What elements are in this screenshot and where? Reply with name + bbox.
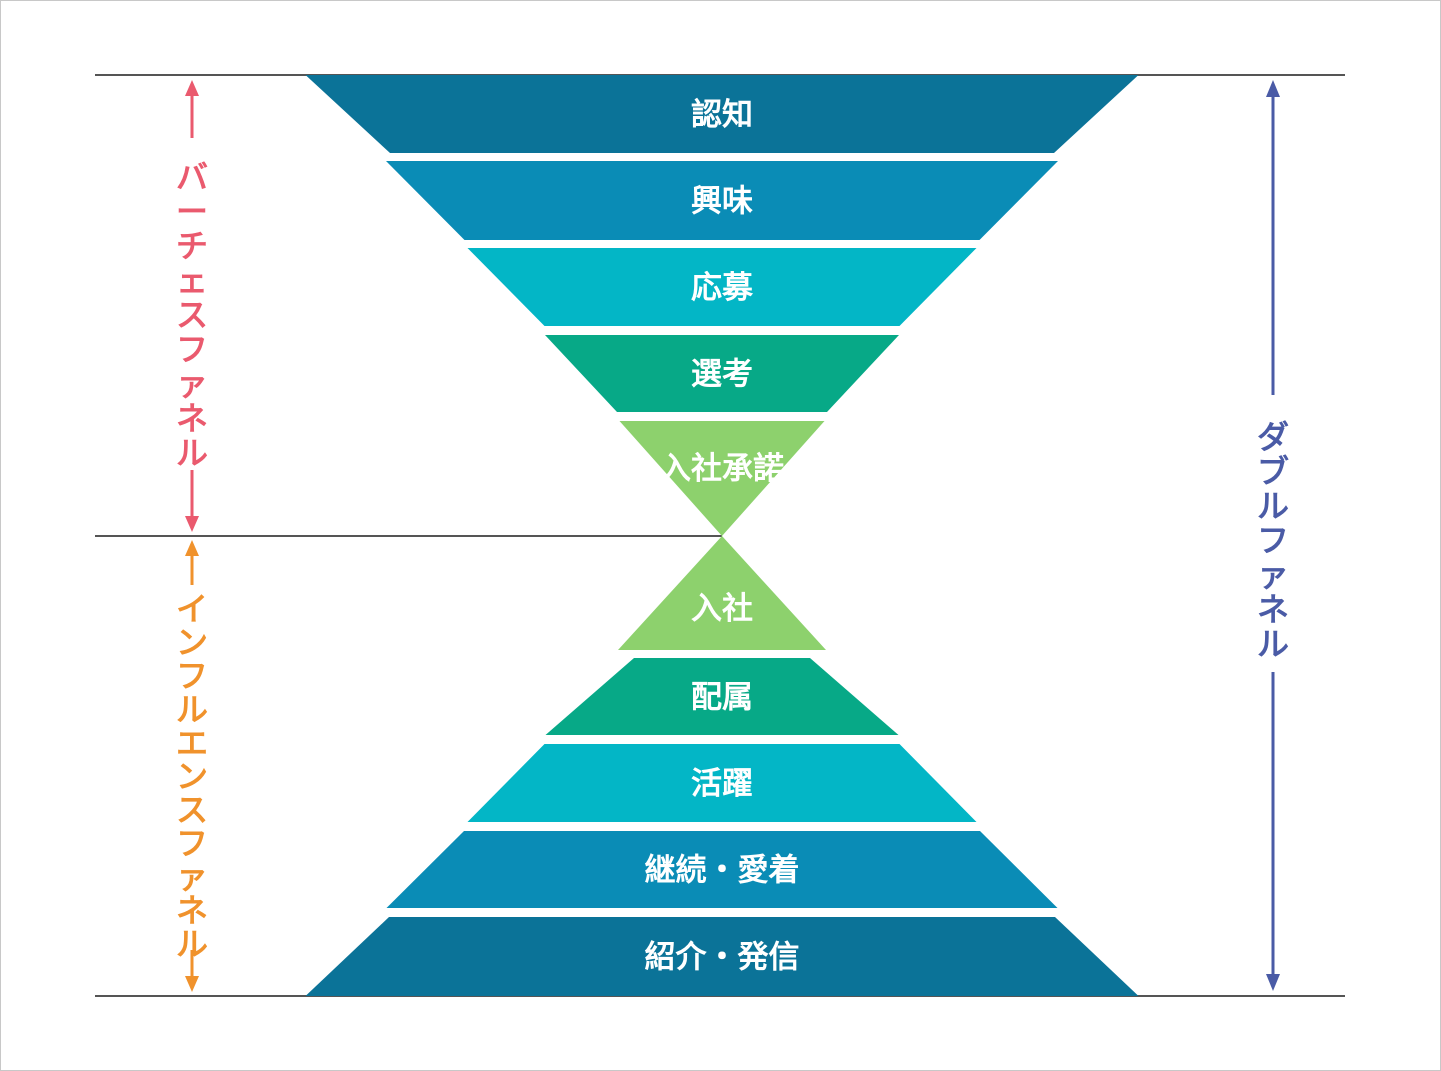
funnel-label-top-5: 入社承諾 bbox=[660, 451, 784, 487]
vertical-label-char: ネ bbox=[176, 892, 208, 930]
double-funnel-label: ダブルファネル bbox=[1257, 418, 1289, 663]
vertical-label-char: ン bbox=[176, 758, 208, 796]
funnel-segment-bottom-4 bbox=[386, 831, 1058, 908]
vertical-label-char: ー bbox=[176, 193, 208, 231]
vertical-label-char: イ bbox=[176, 590, 208, 628]
funnel-segment-bottom-2 bbox=[545, 658, 899, 735]
funnel-segment-bottom-5 bbox=[305, 917, 1139, 996]
arrow-up-icon bbox=[1266, 80, 1280, 97]
vertical-label-char: チ bbox=[176, 227, 208, 265]
vertical-label-char: フ bbox=[176, 657, 208, 695]
funnel-label-bottom-5: 紹介・発信 bbox=[645, 940, 800, 976]
vertical-label-char: ル bbox=[176, 691, 208, 729]
funnel-segment-top-3 bbox=[467, 248, 977, 326]
vertical-label-char: ァ bbox=[176, 365, 208, 403]
influence-funnel-label: インフルエンスファネル bbox=[176, 590, 208, 963]
vertical-label-char: フ bbox=[1257, 522, 1289, 560]
funnel-label-bottom-2: 配属 bbox=[691, 680, 753, 716]
funnel-segment-bottom-1 bbox=[618, 536, 826, 650]
vertical-label-char: ァ bbox=[1257, 556, 1289, 594]
arrow-up-icon bbox=[185, 80, 199, 96]
top-funnel: 認知 興味 応募 選考 入社承諾 bbox=[305, 75, 1139, 536]
vertical-label-char: フ bbox=[176, 331, 208, 369]
vertical-label-char: ブ bbox=[1257, 453, 1289, 491]
vertical-label-char: ル bbox=[1257, 625, 1289, 663]
vertical-label-char: ル bbox=[1257, 487, 1289, 525]
bottom-funnel: 入社 配属 活躍 継続・愛着 紹介・発信 bbox=[305, 536, 1139, 996]
funnel-label-bottom-3: 活躍 bbox=[691, 766, 753, 802]
funnel-label-top-3: 応募 bbox=[691, 270, 754, 306]
double-funnel-span: ダブルファネル bbox=[1257, 80, 1289, 991]
purchase-funnel-span: バーチェスファネル bbox=[176, 80, 208, 532]
funnel-label-top-4: 選考 bbox=[691, 357, 753, 393]
vertical-label-char: ネ bbox=[1257, 591, 1289, 629]
vertical-label-char: フ bbox=[176, 825, 208, 863]
vertical-label-char: ン bbox=[176, 624, 208, 662]
arrow-up-icon bbox=[185, 540, 199, 556]
arrow-down-icon bbox=[185, 516, 199, 532]
vertical-label-char: バ bbox=[176, 158, 208, 196]
funnel-label-bottom-1: 入社 bbox=[691, 591, 753, 627]
vertical-label-char: ス bbox=[176, 791, 208, 829]
vertical-label-char: ス bbox=[176, 296, 208, 334]
arrow-down-icon bbox=[185, 976, 199, 992]
vertical-label-char: ダ bbox=[1257, 418, 1289, 456]
funnel-segment-top-2 bbox=[386, 161, 1058, 240]
vertical-label-char: ネ bbox=[176, 400, 208, 438]
influence-funnel-span: インフルエンスファネル bbox=[176, 540, 208, 992]
vertical-label-char: ェ bbox=[176, 262, 208, 300]
purchase-funnel-label: バーチェスファネル bbox=[176, 158, 208, 472]
vertical-label-char: ル bbox=[176, 434, 208, 472]
funnel-segment-top-5 bbox=[619, 421, 825, 536]
funnel-segment-top-4 bbox=[545, 335, 899, 412]
funnel-label-bottom-4: 継続・愛着 bbox=[645, 853, 800, 889]
funnel-segment-bottom-3 bbox=[467, 744, 977, 822]
funnel-label-top-2: 興味 bbox=[691, 184, 753, 220]
vertical-label-char: ァ bbox=[176, 858, 208, 896]
arrow-down-icon bbox=[1266, 974, 1280, 991]
funnel-segment-top-1 bbox=[305, 75, 1139, 153]
funnel-label-top-1: 認知 bbox=[691, 97, 753, 133]
vertical-label-char: エ bbox=[176, 724, 208, 762]
